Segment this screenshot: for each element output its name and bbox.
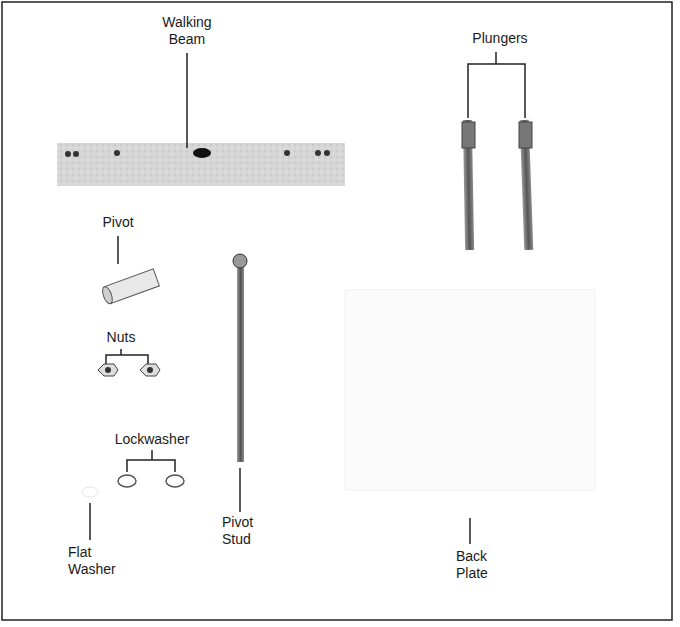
part-label: Flat Washer bbox=[68, 544, 130, 578]
part-label: Plungers bbox=[455, 30, 545, 47]
frame bbox=[2, 2, 672, 620]
part-label: Pivot bbox=[88, 214, 148, 231]
part-label: Pivot Stud bbox=[222, 514, 274, 548]
leader-line bbox=[239, 468, 241, 512]
nuts bbox=[98, 364, 160, 376]
pivot-stud bbox=[233, 254, 247, 462]
plungers bbox=[462, 120, 533, 250]
part-label: Walking Beam bbox=[152, 14, 222, 48]
bracket bbox=[468, 52, 525, 118]
back-plate bbox=[345, 290, 595, 490]
leader-line bbox=[117, 236, 119, 264]
leader-line bbox=[186, 53, 188, 148]
part-label: Nuts bbox=[91, 329, 151, 346]
leader-line bbox=[89, 503, 91, 540]
part-label: Lockwasher bbox=[102, 431, 202, 448]
lockwashers bbox=[118, 475, 184, 487]
bracket bbox=[106, 349, 148, 364]
part-label: Back Plate bbox=[456, 548, 508, 582]
leader-line bbox=[469, 518, 471, 544]
flat-washer bbox=[82, 487, 98, 497]
pivot bbox=[101, 269, 160, 305]
walking-beam bbox=[57, 143, 345, 186]
bracket bbox=[127, 450, 175, 472]
